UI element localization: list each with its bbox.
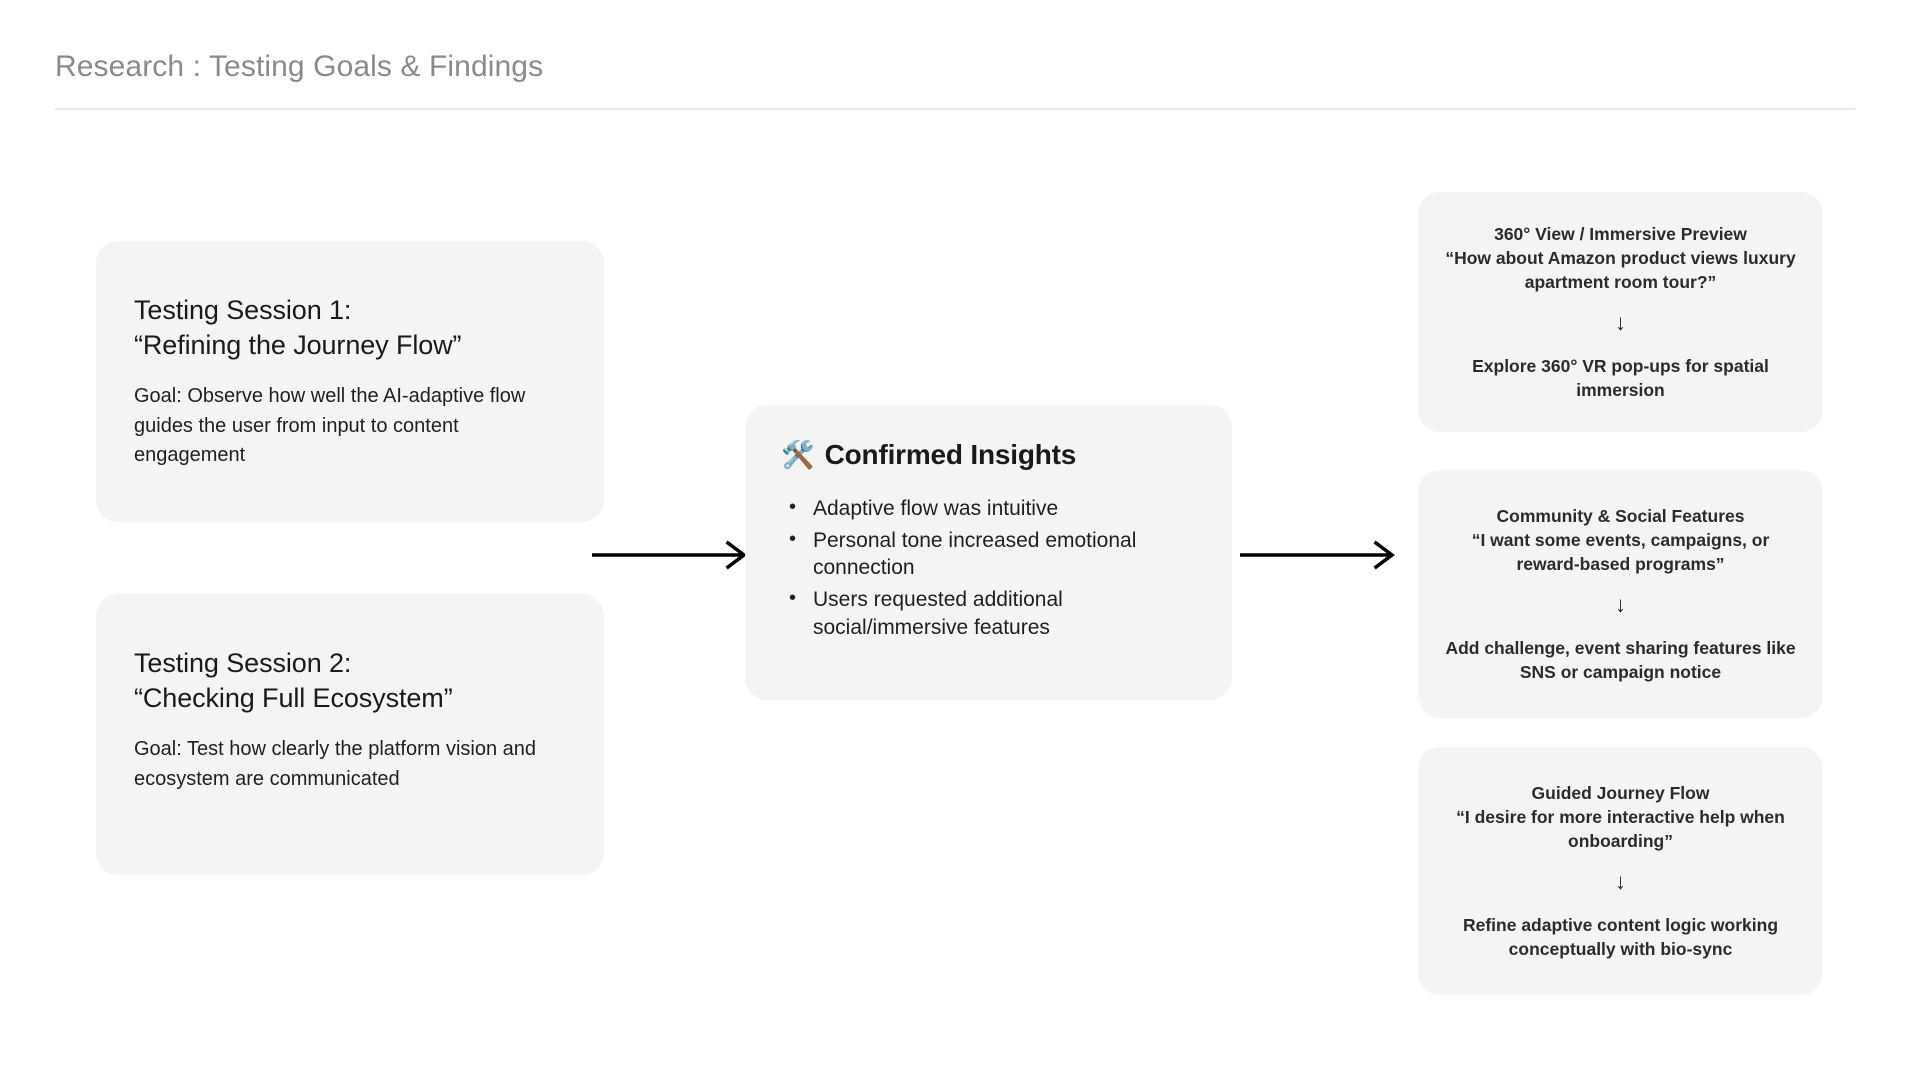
outcome-card-guided-journey: Guided Journey Flow “I desire for more i… [1418, 747, 1823, 995]
arrow-right-icon [1240, 540, 1395, 570]
arrow-down-icon: ↓ [1615, 592, 1626, 618]
arrow-down-icon: ↓ [1615, 310, 1626, 336]
testing-session-card-2: Testing Session 2: “Checking Full Ecosys… [96, 594, 604, 875]
session-title: Testing Session 2: “Checking Full Ecosys… [134, 648, 453, 713]
outcome-action: Refine adaptive content logic working co… [1462, 915, 1779, 960]
outcome-card-360-view: 360° View / Immersive Preview “How about… [1418, 192, 1823, 432]
arrow-right-icon [592, 540, 747, 570]
flow-arrow-sessions-to-insights [592, 540, 752, 570]
session-goal: Goal: Test how clearly the platform visi… [134, 738, 537, 790]
outcome-card-community-social: Community & Social Features “I want some… [1418, 470, 1823, 718]
page-title: Research : Testing Goals & Findings [55, 50, 544, 83]
outcome-quote: 360° View / Immersive Preview “How about… [1445, 223, 1796, 292]
outcome-quote: Community & Social Features “I want some… [1471, 505, 1770, 574]
outcome-quote: Guided Journey Flow “I desire for more i… [1456, 782, 1785, 851]
insights-list: Adaptive flow was intuitive Personal ton… [781, 494, 1198, 642]
list-item: Personal tone increased emotional connec… [787, 526, 1198, 582]
hammer-and-wrench-icon: 🛠️ [781, 439, 815, 470]
list-item: Adaptive flow was intuitive [787, 494, 1198, 523]
insights-title: Confirmed Insights [824, 439, 1077, 470]
outcome-action: Add challenge, event sharing features li… [1445, 638, 1796, 683]
flow-arrow-insights-to-outcomes [1240, 540, 1400, 570]
arrow-down-icon: ↓ [1615, 869, 1626, 895]
session-title: Testing Session 1: “Refining the Journey… [134, 295, 462, 360]
insights-header: 🛠️ Confirmed Insights [781, 439, 1198, 471]
session-goal: Goal: Observe how well the AI-adaptive f… [134, 385, 526, 467]
list-item: Users requested additional social/immers… [787, 585, 1198, 641]
testing-session-card-1: Testing Session 1: “Refining the Journey… [96, 241, 604, 522]
confirmed-insights-card: 🛠️ Confirmed Insights Adaptive flow was … [745, 405, 1232, 700]
outcome-action: Explore 360° VR pop-ups for spatial imme… [1472, 356, 1769, 401]
header-divider [55, 108, 1855, 110]
